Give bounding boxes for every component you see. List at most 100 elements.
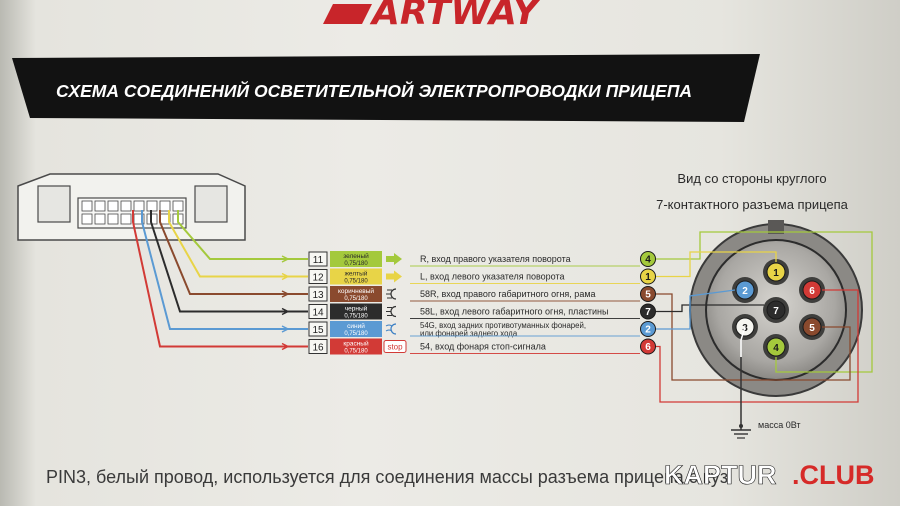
- wire-number: 15: [312, 325, 324, 336]
- module-tab-left: [37, 185, 71, 223]
- wire-color-name: зеленый: [343, 252, 369, 260]
- pin-marker: [640, 338, 656, 355]
- logo-text: ARTWAY: [369, 0, 543, 33]
- socket-wire: [656, 231, 873, 373]
- stop-icon: [383, 340, 407, 353]
- pin-marker: [640, 303, 656, 320]
- pin-marker-label: 6: [645, 342, 651, 353]
- module-pin: [172, 200, 184, 212]
- title-banner: СХЕМА СОЕДИНЕНИЙ ОСВЕТИТЕЛЬНОЙ ЭЛЕКТРОПР…: [12, 54, 760, 122]
- wire-number-box: [308, 321, 328, 337]
- wire-direction-arrow: [281, 307, 290, 316]
- module-pin: [107, 213, 119, 225]
- module-pin: [94, 200, 106, 212]
- module-pin: [120, 200, 132, 212]
- module-pin: [159, 200, 171, 212]
- wire-gauge: 0,75/180: [344, 314, 368, 320]
- wire-color-swatch: [330, 303, 382, 320]
- kaptur-watermark: KAPTUR .CLUB: [664, 460, 875, 491]
- module-wire: [141, 210, 308, 330]
- socket-pin: [802, 317, 822, 337]
- wire-description: 54, вход фонаря стоп-сигнала: [420, 342, 546, 352]
- wire-color-name: коричневый: [338, 287, 374, 295]
- wire-description: L, вход левого указателя поворота: [420, 272, 565, 282]
- pin-marker-label: 1: [645, 272, 651, 283]
- turn-signal-arrow-icon: [386, 270, 402, 283]
- socket-wire: [656, 289, 859, 403]
- wire-number-box: [308, 251, 328, 267]
- module-wires: [132, 210, 308, 351]
- artway-logo: ARTWAY: [323, 0, 543, 33]
- wire-number-box: [308, 286, 328, 302]
- watermark-part2: .CLUB: [792, 460, 875, 490]
- controller-module: [17, 173, 246, 241]
- wire-description: 54G, вход задних противотуманных фонарей…: [420, 321, 586, 330]
- module-pin: [81, 213, 93, 225]
- parking-lamp-icon: [390, 288, 397, 300]
- pin-marker: [640, 268, 656, 285]
- pin-marker-label: 7: [645, 307, 651, 318]
- pin-marker-label: 2: [645, 325, 651, 336]
- footer-note: PIN3, белый провод, используется для сое…: [46, 467, 728, 487]
- module-wire: [177, 210, 308, 260]
- wire-number-box: [308, 269, 328, 284]
- wire-direction-arrow: [281, 272, 290, 281]
- socket-pin-label: 6: [809, 286, 815, 297]
- module-wire: [168, 210, 308, 278]
- socket-key: [768, 220, 784, 234]
- wire-color-name: красный: [343, 340, 369, 348]
- module-wire: [159, 210, 308, 295]
- wire-gauge: 0,75/180: [344, 279, 368, 285]
- socket-wire: [656, 289, 736, 330]
- wire-description-line2: или фонарей заднего хода: [420, 329, 518, 338]
- socket-pin: [802, 280, 822, 300]
- module-wire: [132, 210, 308, 348]
- connector-view-line1: Вид со стороны круглого: [677, 171, 826, 186]
- pin-marker: [640, 251, 656, 267]
- socket-pin: [735, 280, 755, 300]
- wire-color-swatch: [330, 338, 382, 355]
- wire-gauge: 0,75/180: [344, 261, 368, 267]
- wire-gauge: 0,75/180: [344, 331, 368, 337]
- wire-color-swatch: [330, 251, 382, 267]
- pin-marker: [640, 286, 656, 302]
- ground-wire: [740, 326, 746, 357]
- parking-lamp-icon: [390, 305, 397, 318]
- wire-description: 58R, вход правого габаритного огня, рама: [420, 289, 596, 299]
- socket-pin-label: 5: [809, 323, 815, 334]
- socket-pin-label: 7: [773, 306, 779, 317]
- module-tab-right: [194, 185, 228, 223]
- stop-icon-label: stop: [387, 343, 403, 352]
- wire-number: 12: [312, 273, 324, 284]
- socket-pin-label: 1: [773, 268, 779, 279]
- wire-direction-arrow: [281, 342, 290, 351]
- module-pin: [81, 200, 93, 212]
- wire-color-swatch: [330, 268, 382, 285]
- wire-gauge: 0,75/180: [344, 349, 368, 355]
- wire-direction-arrow: [281, 290, 290, 298]
- connector-view-line2: 7-контактного разъема прицепа: [656, 197, 849, 212]
- watermark-part1: KAPTUR: [664, 460, 777, 490]
- wire-color-name: черный: [345, 305, 368, 313]
- module-wire: [150, 210, 308, 313]
- socket-pin: [766, 300, 786, 320]
- module-pin: [133, 200, 145, 212]
- wire-gauge: 0,75/180: [344, 296, 368, 302]
- socket-pin-label: 4: [773, 343, 779, 354]
- pin-marker-label: 5: [645, 290, 651, 301]
- wire-color-swatch: [330, 321, 382, 337]
- wire-color-swatch: [330, 286, 382, 302]
- wire-number: 11: [313, 255, 324, 266]
- ground-label: масса 0Вт: [758, 420, 801, 430]
- wire-number-box: [308, 304, 328, 319]
- pin-marker: [640, 321, 656, 337]
- socket-pin: [766, 337, 786, 357]
